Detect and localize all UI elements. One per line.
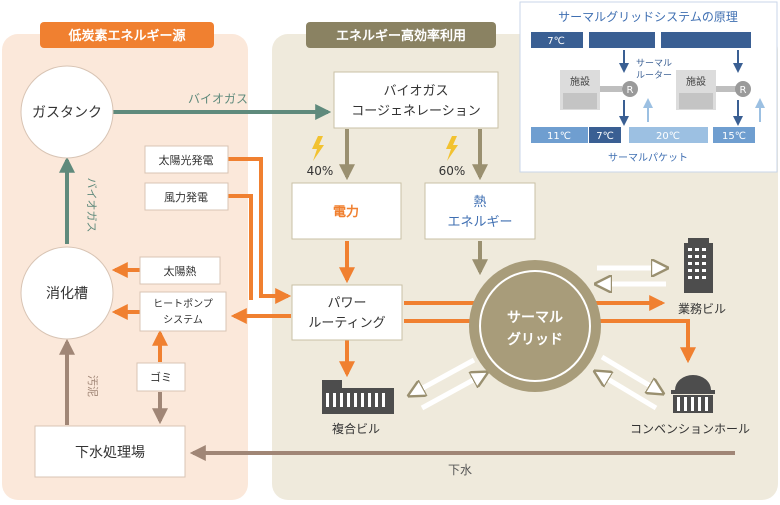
inset-router-1 [622, 81, 638, 97]
inset-bottom-temp-2: 7℃ [596, 131, 614, 142]
thermal-grid-principle-inset: サーマルグリッドシステムの原理 7℃ 施設 施設 R R サーマル ルーター [519, 1, 778, 173]
heat-pump-node [139, 291, 227, 332]
inset-facility-2-label: 施設 [686, 75, 706, 88]
gas-tank-node [20, 65, 114, 159]
efficient-use-header [306, 22, 496, 48]
thermal-grid-ring [479, 270, 591, 382]
complex-building-label: 複合ビル [332, 421, 380, 436]
solar-power-label: 太陽光発電 [159, 153, 214, 167]
heat-energy-label-2: エネルギー [447, 215, 512, 230]
inset-bottom-pipe-segment-3 [629, 127, 708, 143]
inset-packet-label: サーマルパケット [608, 152, 688, 164]
inset-bottom-pipe-segment-2 [589, 127, 621, 143]
inset-bottom-pipe-segment-4 [713, 127, 755, 143]
electric-percent-label: 40% [307, 164, 334, 178]
sewage-plant-label: 下水処理場 [75, 445, 145, 461]
electricity-label: 電力 [333, 204, 359, 220]
inset-bottom-temp-4: 15℃ [722, 131, 746, 142]
power-routing-label-1: パワー [327, 296, 366, 311]
garbage-label: ゴミ [150, 370, 172, 384]
complex-to-grid-hollow-arrow [420, 373, 486, 411]
biogas-vertical-label: バイオガス [85, 178, 98, 233]
biogas-label: バイオガス [188, 92, 248, 106]
cogeneration-label-1: バイオガス [383, 84, 448, 99]
inset-router-1-mark: R [627, 85, 634, 96]
inset-top-pipe-segment-3 [661, 32, 751, 48]
office-building-label: 業務ビル [678, 302, 726, 316]
low-carbon-title: 低炭素エネルギー源 [67, 28, 185, 44]
power-routing-node [291, 284, 403, 341]
garbage-node [136, 362, 186, 392]
grid-to-convention-hollow-arrow [600, 354, 662, 393]
thermal-grid-label-2: グリッド [507, 331, 563, 348]
solar-power-node [144, 145, 229, 174]
convention-hall-label: コンベンションホール [630, 422, 750, 436]
inset-bottom-temp-1: 11℃ [547, 131, 571, 142]
wind-to-routing-arrow [228, 194, 253, 300]
solar-heat-label: 太陽熱 [164, 265, 197, 278]
inset-facility-1-label: 施設 [570, 75, 590, 88]
sewage-label: 下水 [448, 463, 472, 477]
solar-to-routing-arrow [228, 157, 292, 304]
inset-top-pipe-segment-2 [589, 32, 655, 48]
gas-tank-label: ガスタンク [32, 105, 102, 121]
office-building-icon [684, 238, 713, 293]
sewage-plant-node [34, 425, 186, 478]
inset-title: サーマルグリッドシステムの原理 [558, 10, 738, 24]
inset-router-2 [735, 81, 751, 97]
heat-bolt-icon [446, 136, 458, 161]
inset-router-label-2: ルーター [636, 70, 672, 81]
convention-hall-icon [671, 375, 715, 413]
thermal-grid-label-1: サーマル [507, 310, 563, 326]
cogeneration-label-2: コージェネレーション [351, 104, 480, 119]
heat-energy-label-1: 熱 [473, 195, 486, 210]
inset-bottom-pipe-segment-1 [531, 127, 588, 143]
heat-energy-node [424, 182, 536, 240]
solar-heat-node [139, 256, 221, 285]
heat-pump-label-2: システム [163, 314, 203, 326]
low-carbon-header [40, 22, 214, 48]
power-routing-label-2: ルーティング [308, 316, 385, 331]
electric-bolt-icon [312, 136, 324, 161]
inset-router-label-1: サーマル [636, 58, 672, 69]
inset-bottom-temp-3: 20℃ [656, 131, 680, 142]
heat-percent-label: 60% [439, 164, 466, 178]
cogeneration-node [333, 71, 499, 129]
wind-power-label: 風力発電 [164, 190, 208, 204]
sludge-label: 汚泥 [86, 375, 99, 397]
thermal-grid-node [469, 260, 601, 392]
efficient-use-title: エネルギー高効率利用 [336, 28, 466, 44]
grid-to-complex-hollow-arrow [410, 357, 476, 395]
electricity-node [291, 182, 402, 240]
digester-node [20, 246, 114, 340]
complex-building-icon [322, 380, 394, 414]
inset-router-2-mark: R [740, 85, 747, 96]
inset-top-pipe-segment-1 [531, 32, 583, 48]
inset-top-temp: 7℃ [547, 36, 565, 47]
wind-power-node [144, 182, 229, 211]
digester-label: 消化槽 [46, 286, 88, 302]
heat-pump-label-1: ヒートポンプ [153, 298, 213, 310]
convention-to-grid-hollow-arrow [596, 372, 658, 411]
